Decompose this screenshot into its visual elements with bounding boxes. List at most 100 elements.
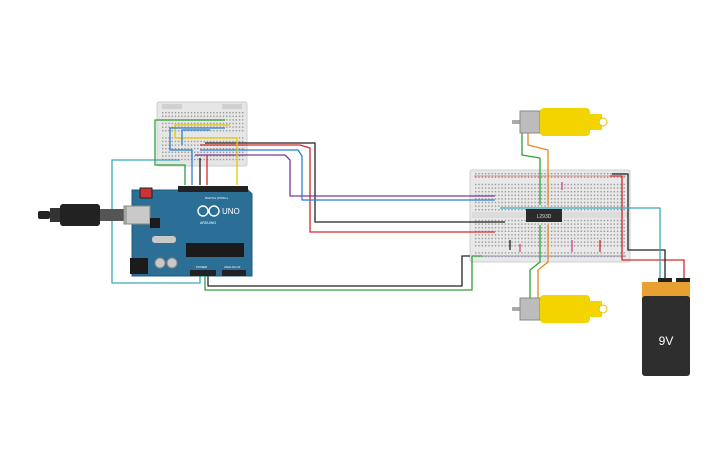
breadboard-hole: [616, 219, 619, 222]
breadboard-hole: [564, 183, 566, 186]
wire-blue-main[interactable]: [200, 149, 495, 201]
breadboard-hole: [481, 223, 483, 225]
chip-icon: L293D: [537, 214, 552, 220]
breadboard-hole: [616, 223, 619, 225]
breadboard-hole: [610, 245, 612, 247]
breadboard-hole: [229, 151, 231, 153]
breadboard-hole: [597, 227, 599, 229]
breadboard-hole: [514, 176, 516, 178]
breadboard-hole: [537, 230, 540, 232]
breadboard-hole: [504, 201, 507, 204]
battery-label: 9V: [659, 334, 674, 348]
breadboard-hole: [511, 255, 513, 258]
breadboard-hole: [521, 205, 523, 207]
breadboard-hole: [213, 126, 215, 128]
wire-green-bottom[interactable]: [204, 255, 482, 291]
breadboard-hole: [210, 151, 212, 153]
breadboard-hole: [222, 155, 225, 157]
arduino-uno-board[interactable]: UNO ARDUINO DIGITAL (PWM~) POWER ANALOG …: [125, 186, 253, 277]
breadboard-hole: [560, 227, 563, 229]
breadboard-hole: [206, 126, 209, 128]
breadboard-hole: [600, 227, 602, 229]
breadboard-hole: [554, 230, 556, 232]
wire-black-power[interactable]: [612, 173, 666, 282]
breadboard-hole: [242, 155, 244, 157]
wire-red-main[interactable]: [200, 144, 495, 233]
motor-driver-chip[interactable]: L293D: [526, 209, 562, 222]
wire-purple[interactable]: [195, 154, 495, 197]
wire-green-motor-bottom[interactable]: [529, 225, 541, 300]
breadboard-hole: [574, 201, 576, 204]
breadboard-hole: [235, 148, 237, 150]
breadboard-hole: [597, 223, 599, 225]
breadboard-hole: [587, 198, 589, 200]
breadboard-hole: [574, 252, 576, 254]
breadboard-hole: [235, 115, 237, 117]
breadboard-hole: [531, 191, 533, 193]
wire-teal-right[interactable]: [500, 207, 661, 278]
breadboard-hole: [544, 252, 546, 254]
breadboard-hole: [597, 201, 599, 204]
breadboard-hole: [478, 194, 480, 196]
breadboard-hole: [593, 255, 596, 258]
breadboard-hole: [577, 252, 579, 254]
breadboard-hole: [607, 255, 609, 258]
reset-button[interactable]: [139, 187, 153, 199]
breadboard-hole: [574, 223, 576, 225]
breadboard-hole: [229, 112, 231, 114]
breadboard-hole: [574, 255, 576, 258]
battery-icon[interactable]: 9V: [642, 278, 690, 376]
breadboard-hole: [600, 255, 602, 258]
breadboard-hole: [488, 194, 490, 196]
breadboard-hole: [590, 187, 592, 189]
breadboard-hole: [488, 230, 490, 232]
breadboard-hole: [587, 191, 589, 193]
breadboard-hole: [168, 140, 170, 143]
breadboard-hole: [600, 205, 602, 207]
breadboard-hole: [491, 173, 493, 175]
breadboard-hole: [607, 173, 609, 175]
wire-teal-left[interactable]: [111, 159, 201, 284]
breadboard-hole: [219, 115, 221, 117]
wire-red-power[interactable]: [610, 175, 685, 282]
breadboard-hole: [478, 198, 480, 200]
breadboard-hole: [607, 209, 609, 211]
breadboard-hole: [534, 191, 536, 193]
breadboard-hole: [547, 223, 549, 225]
breadboard-hole: [498, 234, 500, 236]
breadboard-hole: [178, 130, 180, 132]
breadboard-hole: [557, 252, 559, 254]
wire-black-main[interactable]: [205, 142, 505, 223]
breadboard-hole: [550, 252, 553, 254]
breadboard-hole: [165, 151, 167, 153]
wire-yellow-small[interactable]: [174, 124, 238, 185]
wire-blue-small1[interactable]: [169, 127, 225, 185]
breadboard-hole: [564, 209, 566, 211]
wire-green-motor-top[interactable]: [521, 128, 541, 205]
breadboard-hole: [226, 122, 228, 125]
large-breadboard[interactable]: L293D: [469, 169, 631, 263]
breadboard-hole: [210, 115, 212, 117]
breadboard-hole: [620, 205, 622, 207]
wire-green-small[interactable]: [154, 119, 225, 185]
breadboard-hole: [488, 234, 490, 236]
wire-orange-motor-top[interactable]: [527, 128, 549, 205]
breadboard-hole: [534, 252, 536, 254]
breadboard-hole: [203, 112, 205, 114]
breadboard-hole: [216, 148, 218, 150]
breadboard-hole: [494, 205, 497, 207]
breadboard-hole: [501, 237, 503, 240]
wire-blue-small2[interactable]: [181, 129, 210, 145]
breadboard-hole: [567, 209, 569, 211]
breadboard-hole: [504, 194, 507, 196]
wire-black-bottom[interactable]: [207, 255, 470, 287]
breadboard-hole: [501, 234, 503, 236]
breadboard-hole: [162, 137, 164, 139]
wire-orange-motor-bottom[interactable]: [537, 225, 549, 300]
breadboard-hole: [607, 205, 609, 207]
motor-icon-bottom[interactable]: [512, 295, 608, 323]
breadboard-hole: [574, 209, 576, 211]
motor-icon[interactable]: [512, 108, 608, 136]
breadboard-hole: [508, 183, 510, 186]
breadboard-hole: [570, 183, 573, 186]
